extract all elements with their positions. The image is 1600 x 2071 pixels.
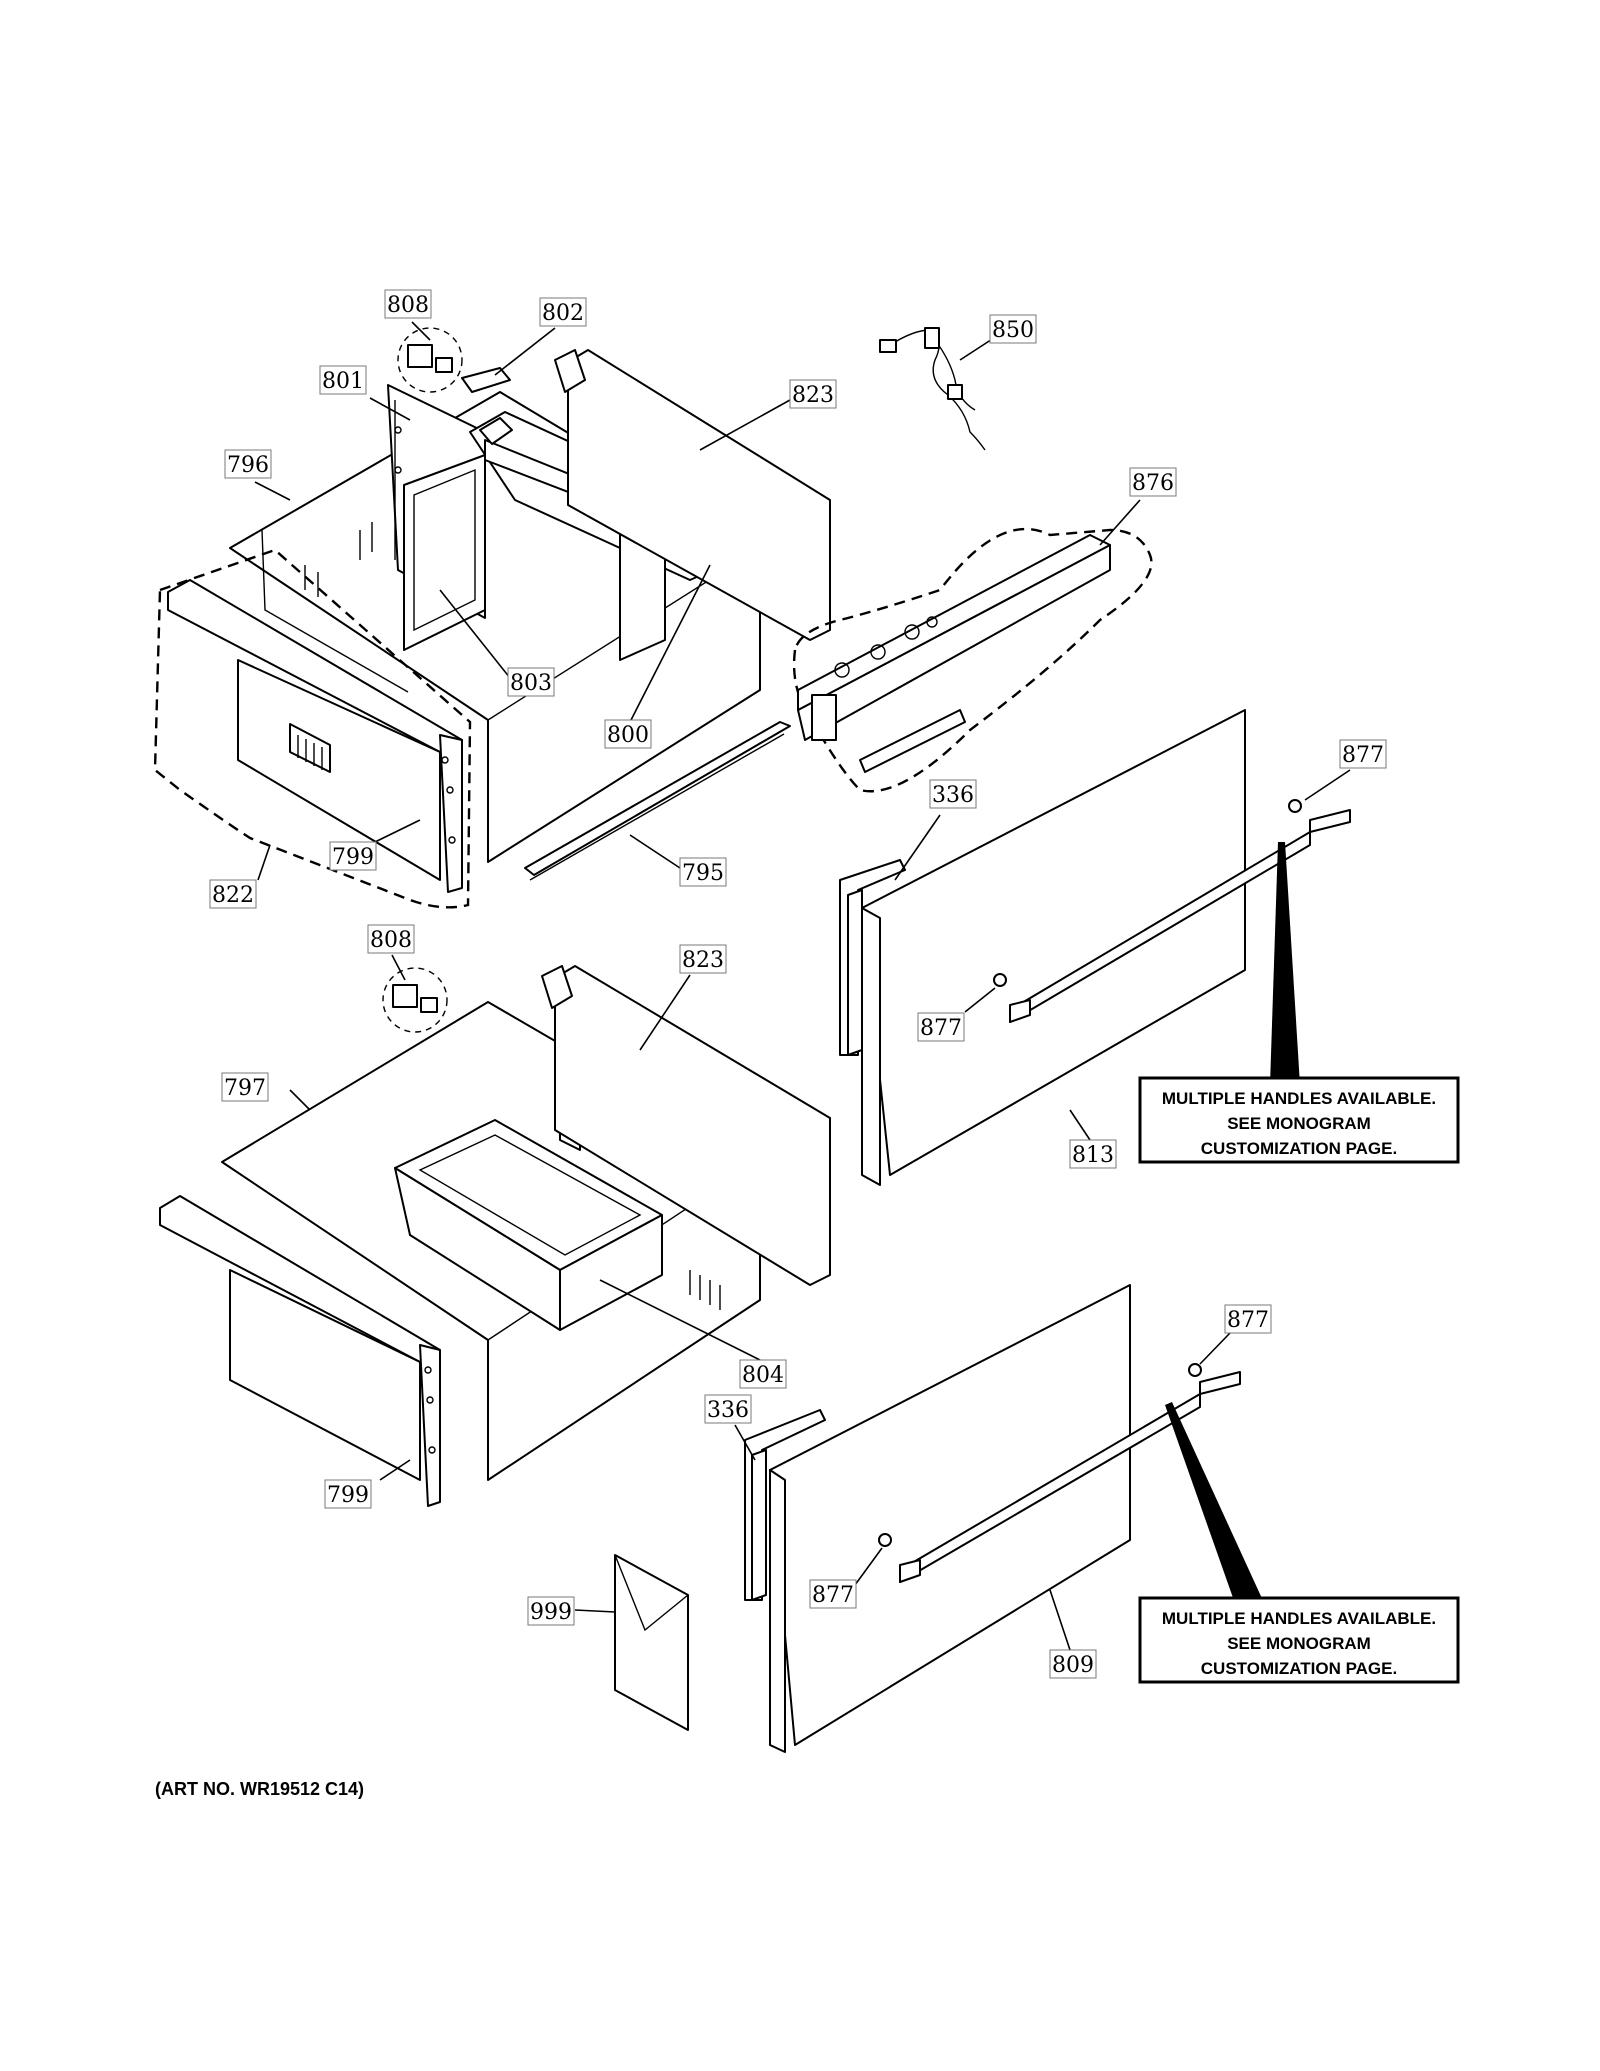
callout-797: 797 — [221, 1072, 269, 1102]
callout-336-upper: 336 — [929, 779, 977, 809]
callout-808-lower: 808 — [367, 924, 415, 954]
callout-804: 804 — [739, 1359, 787, 1389]
svg-text:795: 795 — [682, 861, 724, 886]
svg-text:336: 336 — [932, 783, 974, 808]
callout-799-lower: 799 — [324, 1479, 372, 1509]
callout-876: 876 — [1129, 467, 1177, 497]
svg-text:MULTIPLE HANDLES AVAILABLE.: MULTIPLE HANDLES AVAILABLE. — [1162, 1609, 1436, 1628]
part-809-lower-door-panel — [769, 1284, 1131, 1753]
part-808-lower-clip — [382, 967, 448, 1033]
callout-795: 795 — [679, 857, 727, 887]
callout-803: 803 — [507, 667, 555, 697]
svg-text:808: 808 — [370, 928, 412, 953]
callout-877-d: 877 — [809, 1579, 857, 1609]
svg-text:813: 813 — [1072, 1143, 1114, 1168]
callout-801: 801 — [319, 365, 367, 395]
part-877-screw-a — [1288, 799, 1302, 813]
part-823-lower-slide-rail — [541, 965, 831, 1286]
part-799-lower-front-bracket — [159, 1195, 441, 1507]
svg-text:336: 336 — [707, 1398, 749, 1423]
callout-809: 809 — [1049, 1649, 1097, 1679]
part-850-wire-harness — [879, 327, 986, 451]
callout-796: 796 — [224, 449, 272, 479]
part-876-control-assembly — [792, 527, 1153, 793]
callout-877-b: 877 — [917, 1012, 965, 1042]
part-822-front-assembly-outline — [153, 548, 472, 909]
svg-text:CUSTOMIZATION PAGE.: CUSTOMIZATION PAGE. — [1201, 1659, 1397, 1678]
svg-text:877: 877 — [1342, 743, 1384, 768]
part-877-screw-c — [1188, 1363, 1202, 1377]
svg-text:877: 877 — [812, 1583, 854, 1608]
lower-drawer-assembly — [159, 965, 831, 1507]
svg-text:822: 822 — [212, 883, 254, 908]
svg-text:800: 800 — [607, 723, 649, 748]
svg-text:850: 850 — [992, 318, 1034, 343]
note-box-upper: MULTIPLE HANDLES AVAILABLE. SEE MONOGRAM… — [1138, 1076, 1460, 1164]
part-808-upper-clip — [397, 327, 463, 393]
svg-text:876: 876 — [1132, 471, 1174, 496]
svg-text:SEE MONOGRAM: SEE MONOGRAM — [1227, 1634, 1371, 1653]
note-box-lower: MULTIPLE HANDLES AVAILABLE. SEE MONOGRAM… — [1138, 1596, 1460, 1684]
svg-text:797: 797 — [224, 1076, 266, 1101]
leader-lines — [254, 321, 1351, 1651]
upper-drawer-assembly — [153, 327, 831, 909]
upper-door-handle — [1009, 809, 1351, 1023]
callout-800: 800 — [604, 719, 652, 749]
svg-text:799: 799 — [327, 1483, 369, 1508]
part-795-bottom-rail — [524, 721, 791, 881]
part-823-upper-slide-rail — [554, 349, 831, 641]
svg-text:804: 804 — [742, 1363, 784, 1388]
svg-text:823: 823 — [682, 948, 724, 973]
callout-813: 813 — [1069, 1139, 1117, 1169]
callout-850: 850 — [989, 314, 1037, 344]
svg-text:799: 799 — [332, 845, 374, 870]
part-877-screw-b — [993, 973, 1007, 987]
callout-822: 822 — [209, 879, 257, 909]
part-999-literature-envelope — [614, 1554, 689, 1731]
callout-799-upper: 799 — [329, 841, 377, 871]
svg-text:999: 999 — [530, 1600, 572, 1625]
lower-door-handle — [899, 1371, 1241, 1583]
callout-336-lower: 336 — [704, 1394, 752, 1424]
svg-text:877: 877 — [920, 1016, 962, 1041]
callout-802: 802 — [539, 297, 587, 327]
callout-808-upper: 808 — [384, 289, 432, 319]
svg-text:SEE MONOGRAM: SEE MONOGRAM — [1227, 1114, 1371, 1133]
part-336-lower-gasket — [744, 1409, 826, 1601]
part-803-frame — [403, 454, 486, 651]
part-799-upper-front-bracket — [167, 579, 463, 893]
svg-text:796: 796 — [227, 453, 269, 478]
svg-text:823: 823 — [792, 383, 834, 408]
callout-823-lower: 823 — [679, 944, 727, 974]
svg-text:MULTIPLE HANDLES AVAILABLE.: MULTIPLE HANDLES AVAILABLE. — [1162, 1089, 1436, 1108]
art-number: (ART NO. WR19512 C14) — [155, 1779, 364, 1799]
part-813-upper-door-panel — [861, 709, 1246, 1186]
part-804-storage-bin — [394, 1119, 663, 1331]
svg-text:CUSTOMIZATION PAGE.: CUSTOMIZATION PAGE. — [1201, 1139, 1397, 1158]
callout-877-c: 877 — [1224, 1304, 1272, 1334]
svg-text:877: 877 — [1227, 1308, 1269, 1333]
svg-text:809: 809 — [1052, 1653, 1094, 1678]
callout-999: 999 — [527, 1596, 575, 1626]
svg-text:801: 801 — [322, 369, 364, 394]
part-336-upper-gasket — [839, 859, 906, 1056]
svg-text:802: 802 — [542, 301, 584, 326]
callout-877-a: 877 — [1339, 739, 1387, 769]
svg-text:808: 808 — [387, 293, 429, 318]
svg-text:803: 803 — [510, 671, 552, 696]
note-pointers — [1165, 842, 1300, 1612]
part-802-bracket — [461, 367, 511, 393]
callout-823-upper: 823 — [789, 379, 837, 409]
part-877-screw-d — [878, 1533, 892, 1547]
